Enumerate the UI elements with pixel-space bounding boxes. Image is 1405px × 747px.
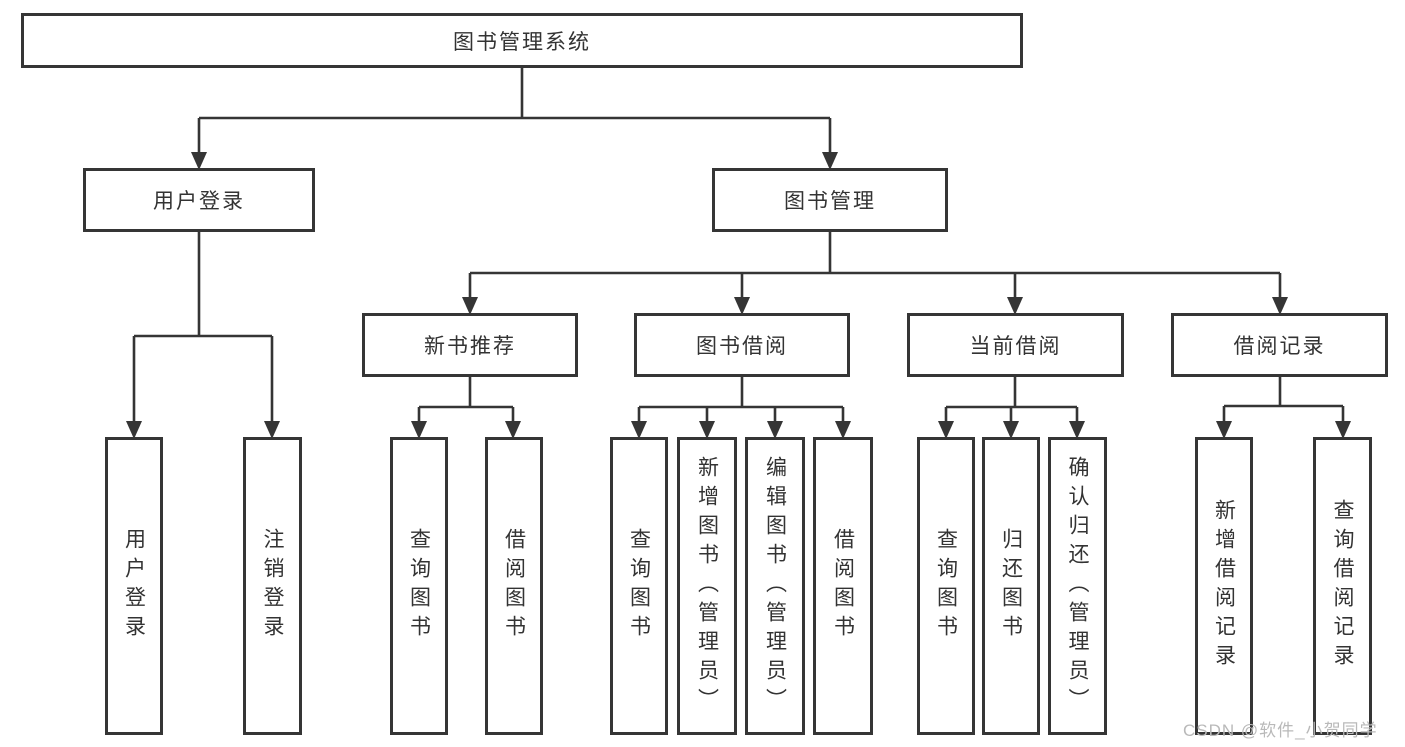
leaf-query-books-recommend: 查询图书 <box>390 437 448 735</box>
node-book-borrowing: 图书借阅 <box>634 313 850 377</box>
node-current-borrowing: 当前借阅 <box>907 313 1124 377</box>
leaf-user-login: 用户登录 <box>105 437 163 735</box>
node-library-management-system: 图书管理系统 <box>21 13 1023 68</box>
node-user-login: 用户登录 <box>83 168 315 232</box>
leaf-confirm-return-admin: 确认归还（管理员） <box>1048 437 1107 735</box>
node-borrowing-records: 借阅记录 <box>1171 313 1388 377</box>
leaf-query-borrow-record: 查询借阅记录 <box>1313 437 1372 735</box>
node-new-book-recommendation: 新书推荐 <box>362 313 578 377</box>
leaf-borrow-books: 借阅图书 <box>813 437 873 735</box>
node-book-management: 图书管理 <box>712 168 948 232</box>
leaf-add-borrow-record: 新增借阅记录 <box>1195 437 1253 735</box>
leaf-return-books: 归还图书 <box>982 437 1040 735</box>
leaf-query-books-borrow: 查询图书 <box>610 437 668 735</box>
leaf-query-books-current: 查询图书 <box>917 437 975 735</box>
leaf-logout: 注销登录 <box>243 437 302 735</box>
watermark: CSDN @软件_小贺同学 <box>1183 721 1378 740</box>
arrowheads <box>126 152 1351 439</box>
leaf-add-books-admin: 新增图书（管理员） <box>677 437 737 735</box>
leaf-borrow-books-recommend: 借阅图书 <box>485 437 543 735</box>
leaf-edit-books-admin: 编辑图书（管理员） <box>745 437 805 735</box>
